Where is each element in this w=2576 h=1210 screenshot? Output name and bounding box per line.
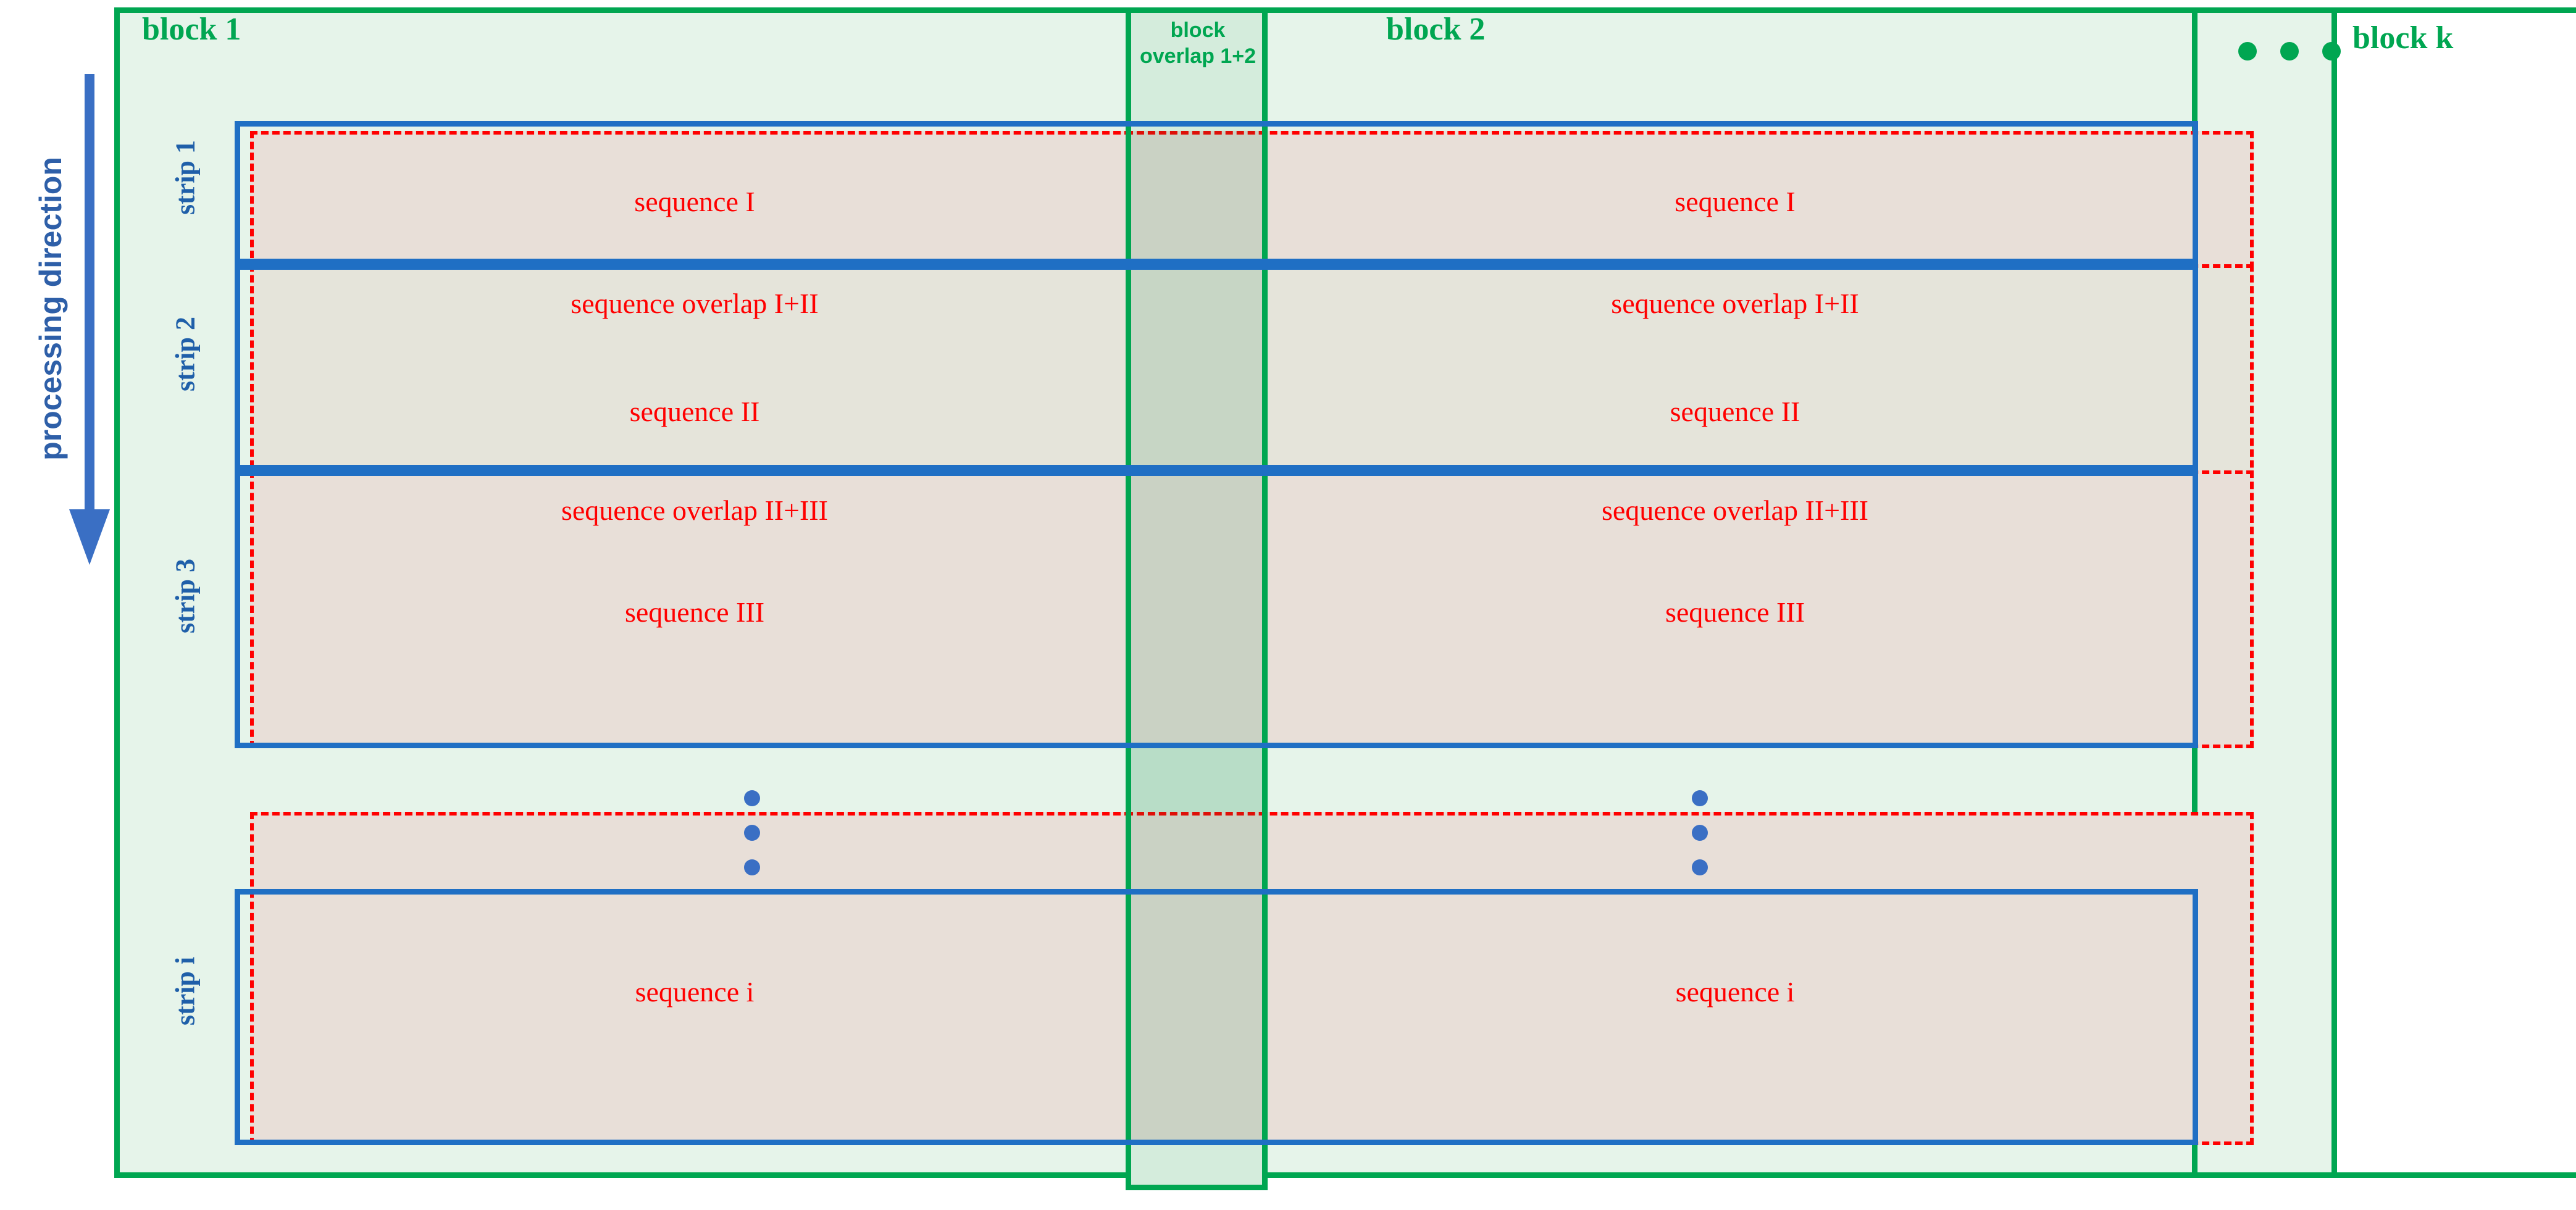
block-overlap-label-line2: overlap 1+2	[1139, 44, 1257, 68]
block-k-ellipsis-dots	[2238, 42, 2341, 60]
strip-box-1	[235, 121, 2198, 264]
strip-label-i: strip i	[170, 956, 201, 1026]
block-label-k: block k	[2352, 20, 2454, 56]
sequence-overlap-label-block1-I-II: sequence overlap I+II	[571, 288, 819, 319]
sequence-label-block2-II: sequence II	[1670, 396, 1800, 427]
ellipsis-dot-icon	[744, 859, 760, 875]
ellipsis-dot-icon	[2238, 42, 2257, 60]
sequence-overlap-label-block2-I-II: sequence overlap I+II	[1611, 288, 1859, 319]
sequence-label-block1-i: sequence i	[635, 976, 755, 1008]
ellipsis-dot-icon	[1692, 825, 1708, 841]
sequence-box-block2-III	[1126, 470, 2254, 748]
sequence-label-block2-III: sequence III	[1665, 596, 1805, 628]
strip-label-3: strip 3	[170, 559, 201, 633]
strip-ellipsis-dots-block2	[1692, 790, 1708, 875]
strip-box-2	[235, 264, 2198, 470]
block-overlap-label-line1: block	[1170, 19, 1226, 42]
strip-box-i	[235, 889, 2198, 1145]
strip-box-3	[235, 470, 2198, 748]
block-label-1: block 1	[142, 12, 241, 47]
sequence-label-block2-I: sequence I	[1675, 186, 1796, 217]
block-k-bottom-extension-line	[2337, 1172, 2576, 1178]
strip-ellipsis-dots-block1	[744, 790, 760, 875]
sequence-label-block1-I: sequence I	[634, 186, 755, 217]
ellipsis-dot-icon	[744, 825, 760, 841]
block-label-2: block 2	[1386, 12, 1486, 47]
block-overlap-left-line	[1126, 121, 1131, 1156]
ellipsis-dot-icon	[744, 790, 760, 806]
sequence-label-block1-III: sequence III	[624, 596, 765, 628]
block-overlap-right-line	[1262, 121, 1268, 1156]
ellipsis-dot-icon	[2280, 42, 2299, 60]
sequence-overlap-label-block1-II-III: sequence overlap II+III	[561, 494, 829, 526]
ellipsis-dot-icon	[1692, 790, 1708, 806]
block-k-top-extension-line	[2337, 7, 2576, 13]
sequence-box-block2-i	[1126, 812, 2254, 1145]
ellipsis-dot-icon	[2322, 42, 2341, 60]
block-overlap-label: block overlap 1+2	[1136, 17, 1260, 69]
sequence-label-block2-i: sequence i	[1675, 976, 1795, 1008]
processing-direction-label: processing direction	[33, 157, 68, 461]
sequence-label-block1-II: sequence II	[629, 396, 760, 427]
ellipsis-dot-icon	[1692, 859, 1708, 875]
sequence-overlap-label-block2-II-III: sequence overlap II+III	[1601, 494, 1869, 526]
strip-label-1: strip 1	[170, 140, 201, 215]
processing-direction-arrow-icon	[69, 74, 110, 565]
strip-label-2: strip 2	[170, 317, 201, 391]
